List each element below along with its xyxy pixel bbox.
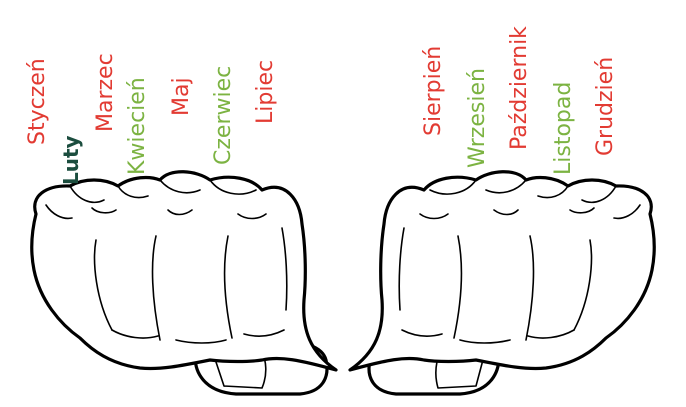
left-fist-icon <box>32 172 336 394</box>
month-label-sierpien: Sierpień <box>421 46 446 136</box>
month-label-maj: Maj <box>169 77 194 116</box>
month-label-listopad: Listopad <box>551 82 576 175</box>
month-label-styczen: Styczeń <box>25 58 50 145</box>
month-label-luty: Luty <box>59 135 83 185</box>
right-fist-icon <box>350 172 654 394</box>
month-labels: Styczeń Luty Marzec Kwiecień Maj Czerwie… <box>25 26 618 185</box>
month-label-czerwiec: Czerwiec <box>211 66 236 165</box>
month-label-marzec: Marzec <box>93 53 118 132</box>
month-label-lipiec: Lipiec <box>253 60 278 124</box>
month-label-wrzesien: Wrzesień <box>465 68 490 168</box>
month-label-pazdziernik: Październik <box>507 26 532 150</box>
month-label-kwiecien: Kwiecień <box>125 77 150 175</box>
month-label-grudzien: Grudzień <box>593 57 618 156</box>
